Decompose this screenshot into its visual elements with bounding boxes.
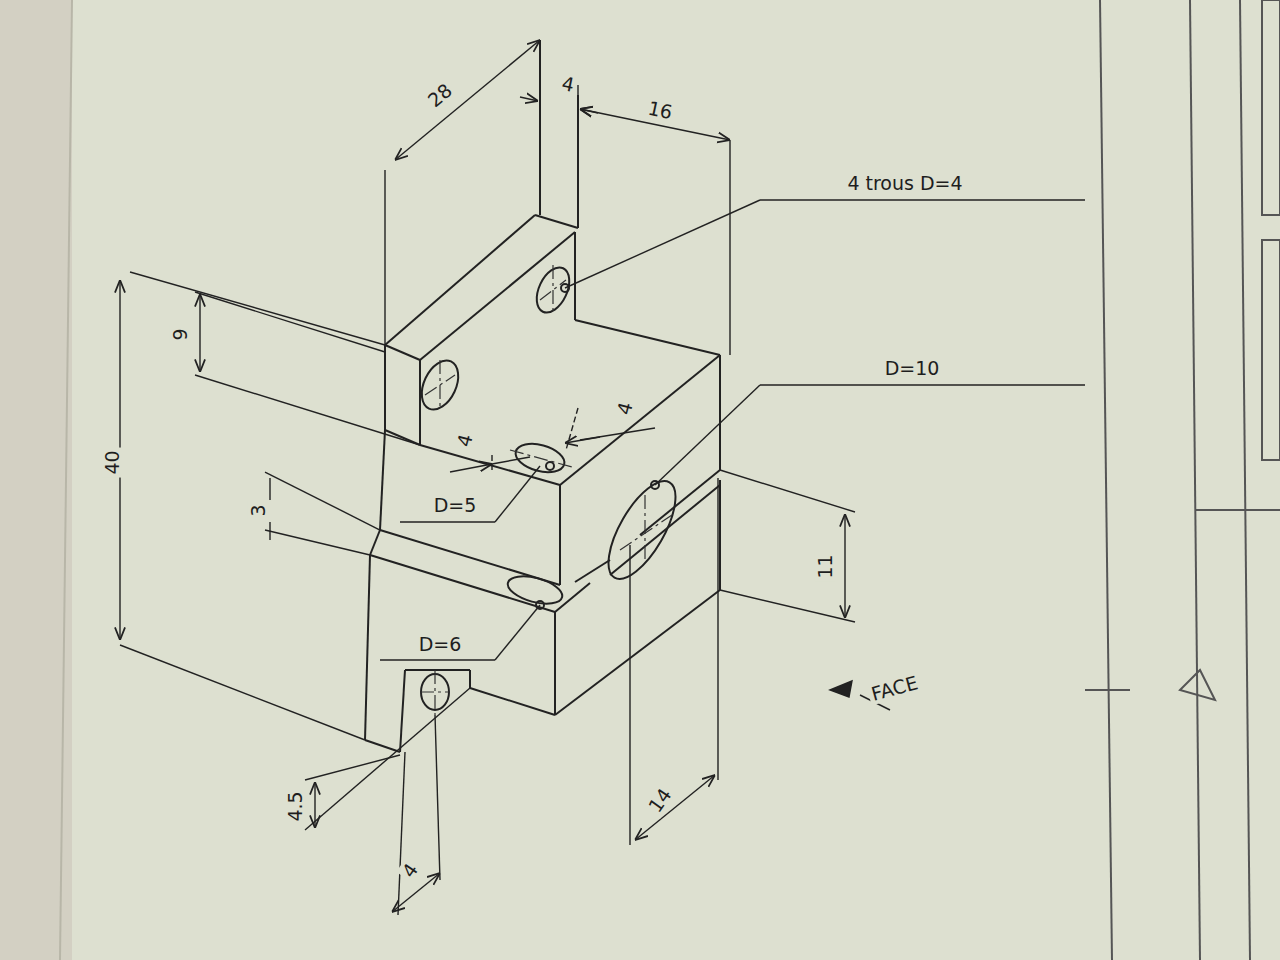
dimension-lines — [120, 40, 1085, 915]
dimension-label: 11 — [815, 551, 836, 581]
dimension-label: 14 — [643, 782, 677, 819]
dimension-label: 9 — [170, 325, 191, 343]
dimension-label: 4.5 — [285, 788, 306, 824]
dimension-label: 4 — [453, 429, 478, 452]
dimension-label: FACE — [867, 671, 924, 705]
dimension-label: D=6 — [416, 634, 465, 655]
dimension-label: 16 — [643, 97, 677, 124]
sheet-frame — [1085, 0, 1280, 960]
dimension-label: 3 — [248, 501, 269, 519]
dimension-label: 4 — [613, 397, 638, 420]
dimension-label: 28 — [422, 77, 459, 112]
part-outline — [365, 40, 720, 752]
dimension-label: D=10 — [882, 358, 943, 379]
dimension-label: 4 trous D=4 — [844, 173, 965, 194]
dimension-label: 40 — [102, 447, 123, 477]
dimension-label: D=5 — [431, 495, 480, 516]
wall — [0, 0, 72, 960]
dimension-label: 4 — [557, 72, 579, 96]
